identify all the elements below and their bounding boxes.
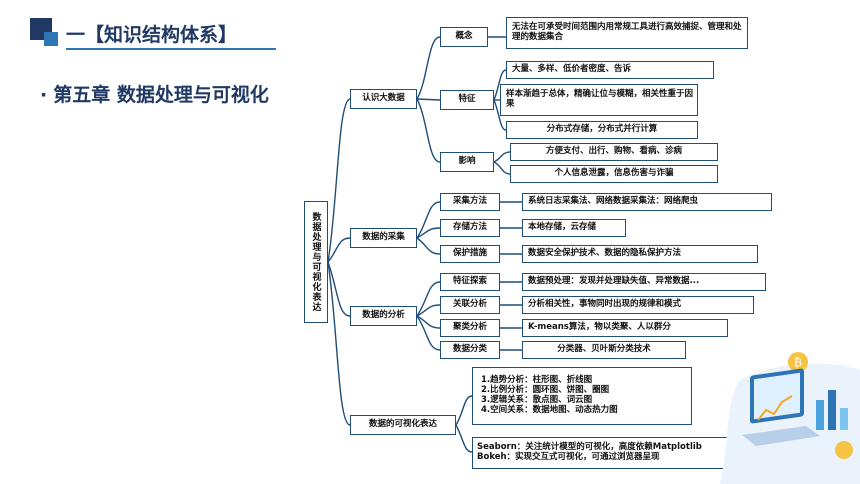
- visualization-item: 3.逻辑关系：散点图、词云图: [481, 395, 593, 405]
- tool-item: Bokeh：实现交互式可视化，可通过浏览器呈现: [477, 452, 660, 462]
- mindmap-root: 数据处理与可视化表达: [304, 201, 328, 323]
- feature-item: 分布式存储，分布式并行计算: [506, 121, 698, 139]
- node-storage-method: 存储方法: [440, 219, 500, 237]
- coin-icon: [835, 441, 853, 459]
- title-underline: [66, 48, 276, 50]
- classification-detail: 分类器、贝叶斯分类技术: [522, 341, 686, 359]
- laptop-illustration: ₿: [720, 352, 860, 484]
- section-title: 一【知识结构体系】: [66, 24, 238, 46]
- feature-explore-detail: 数据预处理：发现并处理缺失值、异常数据...: [522, 273, 766, 291]
- visualization-item: 2.比例分析：圆环图、饼图、圈图: [481, 385, 610, 396]
- visualization-item: 4.空间关系：数据地图、动态热力图: [481, 404, 618, 415]
- impact-item: 方便支付、出行、购物、看病、诊病: [510, 143, 718, 161]
- feature-item: 样本渐趋于总体，精确让位与模糊，相关性重于因果: [500, 84, 698, 116]
- node-collection-method: 采集方法: [440, 193, 500, 211]
- node-visualization: 数据的可视化表达: [350, 415, 456, 435]
- node-classification: 数据分类: [440, 341, 500, 359]
- svg-text:₿: ₿: [794, 356, 802, 369]
- concept-definition: 无法在可承受时间范围内用常规工具进行高效捕捉、管理和处理的数据集合: [506, 17, 748, 49]
- node-clustering: 聚类分析: [440, 319, 500, 337]
- node-correlation: 关联分析: [440, 296, 500, 314]
- chapter-heading: ·第五章 数据处理与可视化: [40, 80, 269, 107]
- node-impact: 影响: [440, 152, 494, 172]
- tool-item: Seaborn：关注统计模型的可视化，高度依赖Matplotlib: [477, 442, 702, 453]
- bullet: ·: [40, 84, 48, 106]
- protection-detail: 数据安全保护技术、数据的隐私保护方法: [522, 245, 758, 263]
- node-protection: 保护措施: [440, 245, 500, 263]
- coin-icon: [788, 352, 808, 372]
- collection-method-detail: 系统日志采集法、网络数据采集法：网络爬虫: [522, 193, 772, 211]
- correlation-detail: 分析相关性，事物同时出现的规律和模式: [522, 296, 754, 314]
- node-feature-explore: 特征探索: [440, 273, 500, 291]
- clustering-detail: K-means算法，物以类聚、人以群分: [522, 319, 728, 337]
- node-analysis: 数据的分析: [350, 306, 417, 326]
- feature-item: 大量、多样、低价者密度、告诉: [506, 61, 714, 79]
- node-features: 特征: [440, 90, 494, 110]
- storage-method-detail: 本地存储，云存储: [522, 219, 626, 237]
- visualization-item: 1.趋势分析：柱形图、折线图: [481, 375, 593, 386]
- impact-item: 个人信息泄露，信息伤害与诈骗: [510, 165, 718, 183]
- header-square-light: [44, 32, 58, 46]
- chapter-title: 第五章 数据处理与可视化: [53, 84, 269, 106]
- visualization-tools: Seaborn：关注统计模型的可视化，高度依赖Matplotlib Bokeh：…: [472, 437, 764, 469]
- node-concept: 概念: [440, 27, 488, 47]
- node-collection: 数据的采集: [350, 228, 417, 248]
- node-understanding: 认识大数据: [350, 89, 417, 109]
- visualization-methods: 1.趋势分析：柱形图、折线图 2.比例分析：圆环图、饼图、圈图 3.逻辑关系：散…: [472, 367, 692, 425]
